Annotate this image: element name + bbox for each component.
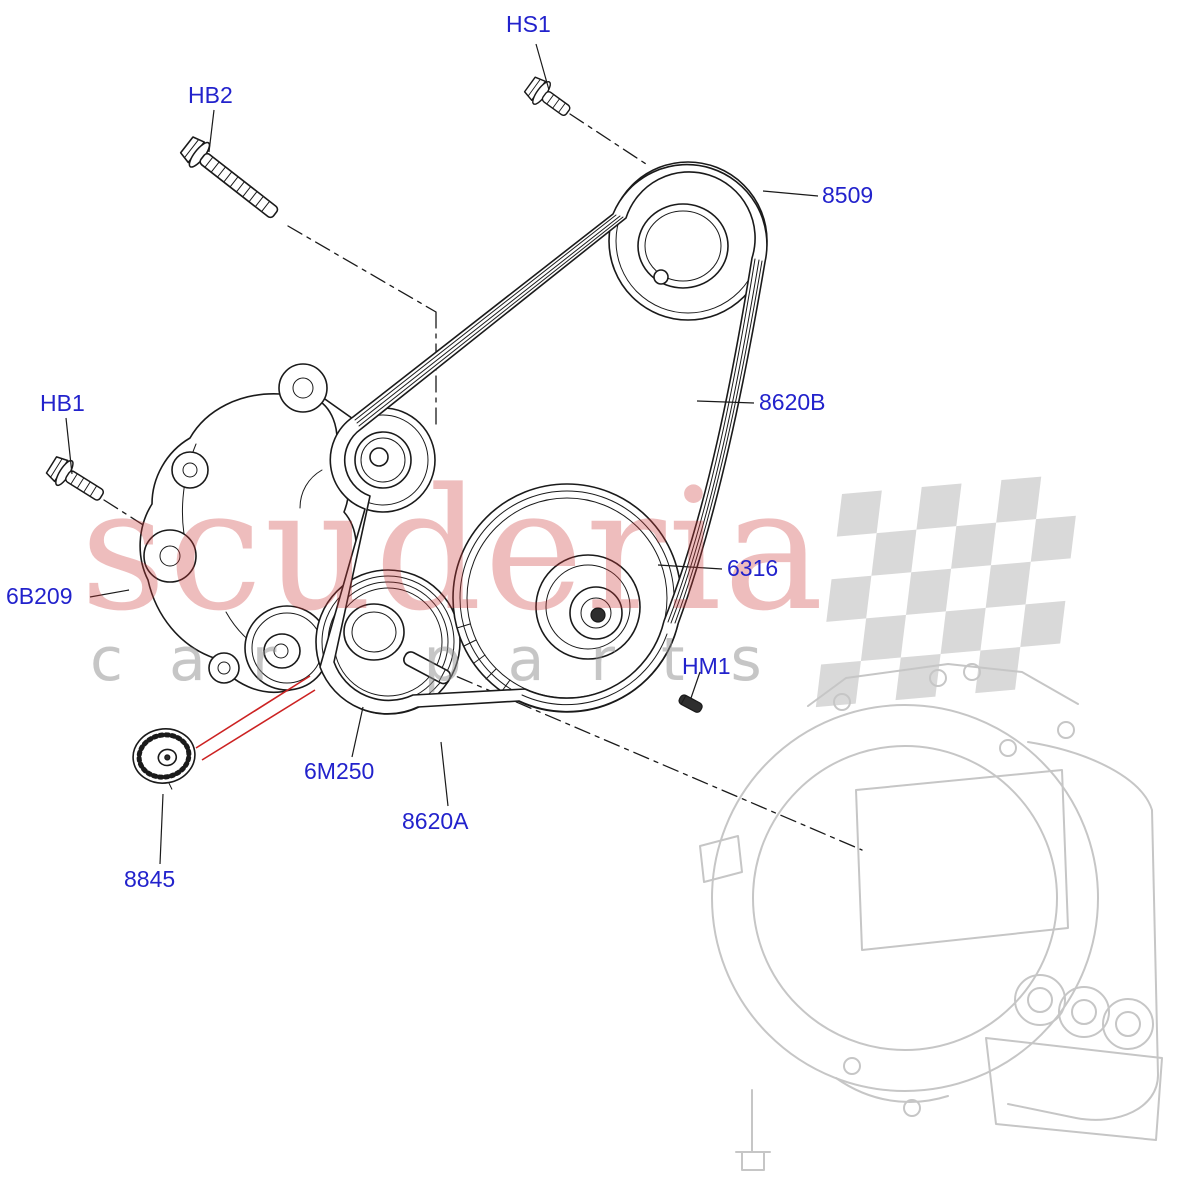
pin-hm1-graphic — [678, 694, 703, 713]
checkered-flag-graphic — [815, 476, 1076, 708]
part-label-hb1[interactable]: HB1 — [40, 390, 85, 416]
part-label-6b209[interactable]: 6B209 — [6, 583, 73, 609]
label-leader-lines — [65, 43, 819, 865]
serpentine-belt-graphic — [319, 163, 768, 715]
part-label-8845[interactable]: 8845 — [124, 866, 176, 892]
part-label-8509[interactable]: 8509 — [822, 182, 874, 208]
bolt-hb2-graphic — [179, 136, 279, 219]
red-locating-lines — [195, 675, 316, 761]
part-label-6316[interactable]: 6316 — [727, 555, 779, 581]
part-label-8620b[interactable]: 8620B — [759, 389, 826, 415]
part-label-hb2[interactable]: HB2 — [188, 82, 233, 108]
cap-8845-graphic — [132, 728, 196, 790]
part-label-6m250[interactable]: 6M250 — [304, 758, 375, 784]
part-label-hm1[interactable]: HM1 — [682, 653, 731, 679]
bolt-hs1-graphic — [523, 76, 571, 117]
bolt-hb1-graphic — [45, 456, 105, 501]
pulley-hubs-graphic — [343, 431, 641, 685]
part-label-8620a[interactable]: 8620A — [402, 808, 469, 834]
part-label-hs1[interactable]: HS1 — [506, 11, 551, 37]
ghosted-transmission-graphic — [699, 663, 1163, 1171]
